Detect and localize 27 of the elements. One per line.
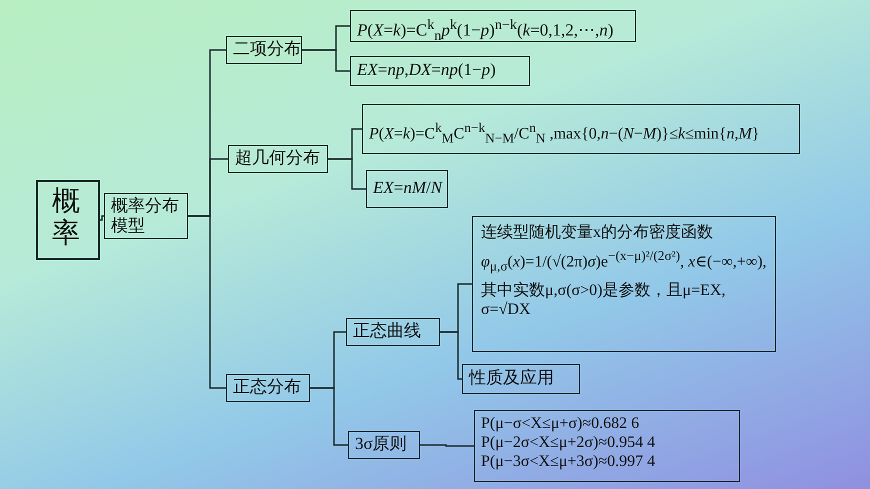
formula-text: φ$_{μ,σ}$(x)=1/(√(2π)σ)e$^{−(x−μ)²/(2σ²)}$, x∈(−∞,+∞), xyxy=(481,248,767,275)
formula-box: P(X=k)=C$^{k}$$_{M}$C$^{n−k}$$_{N−M}$/C$^{n}$$_{N}$ ,max{0,n−(N−M)}≤k≤min{n,M} xyxy=(362,104,800,154)
formula-box: EX=nM/N xyxy=(366,170,448,208)
topic-box: 二项分布 xyxy=(226,36,302,64)
formula-line: P(μ−3σ<X≤μ+3σ)≈0.997 4 xyxy=(481,452,656,472)
density-function-text: 连续型随机变量x的分布密度函数 xyxy=(481,223,714,242)
topic-box: 3σ原则 xyxy=(348,431,420,459)
formula-box: EX=np,DX=np(1−p) xyxy=(350,56,530,86)
connector-line xyxy=(310,387,348,446)
title-box: 概率 xyxy=(36,180,100,260)
connector-line xyxy=(188,215,226,389)
description-text: 其中实数μ,σ(σ>0)是参数，且μ=EX, σ=√DX xyxy=(481,280,726,320)
connector-line xyxy=(302,49,350,72)
formula-box xyxy=(474,410,740,482)
topic-box: 超几何分布 xyxy=(228,145,328,173)
connector-line xyxy=(328,158,366,190)
formula-line: P(μ−σ<X≤μ+σ)≈0.682 6 xyxy=(481,414,640,434)
connector-line xyxy=(100,215,104,221)
connector-line xyxy=(420,444,474,447)
formula-line: P(μ−2σ<X≤μ+2σ)≈0.954 4 xyxy=(481,433,656,452)
definition-box xyxy=(472,216,776,352)
topic-box: 正态曲线 xyxy=(346,318,440,346)
topic-box: 概率分布模型 xyxy=(104,193,188,239)
formula-box: P(X=k)=C$^{k}$$_{n}$p$^{k}$(1−p)$^{n−k}$(k=0,1,2,⋯,n) xyxy=(350,10,636,42)
topic-box: 正态分布 xyxy=(226,374,310,402)
topic-box: 性质及应用 xyxy=(462,364,580,394)
connector-line xyxy=(440,331,462,380)
